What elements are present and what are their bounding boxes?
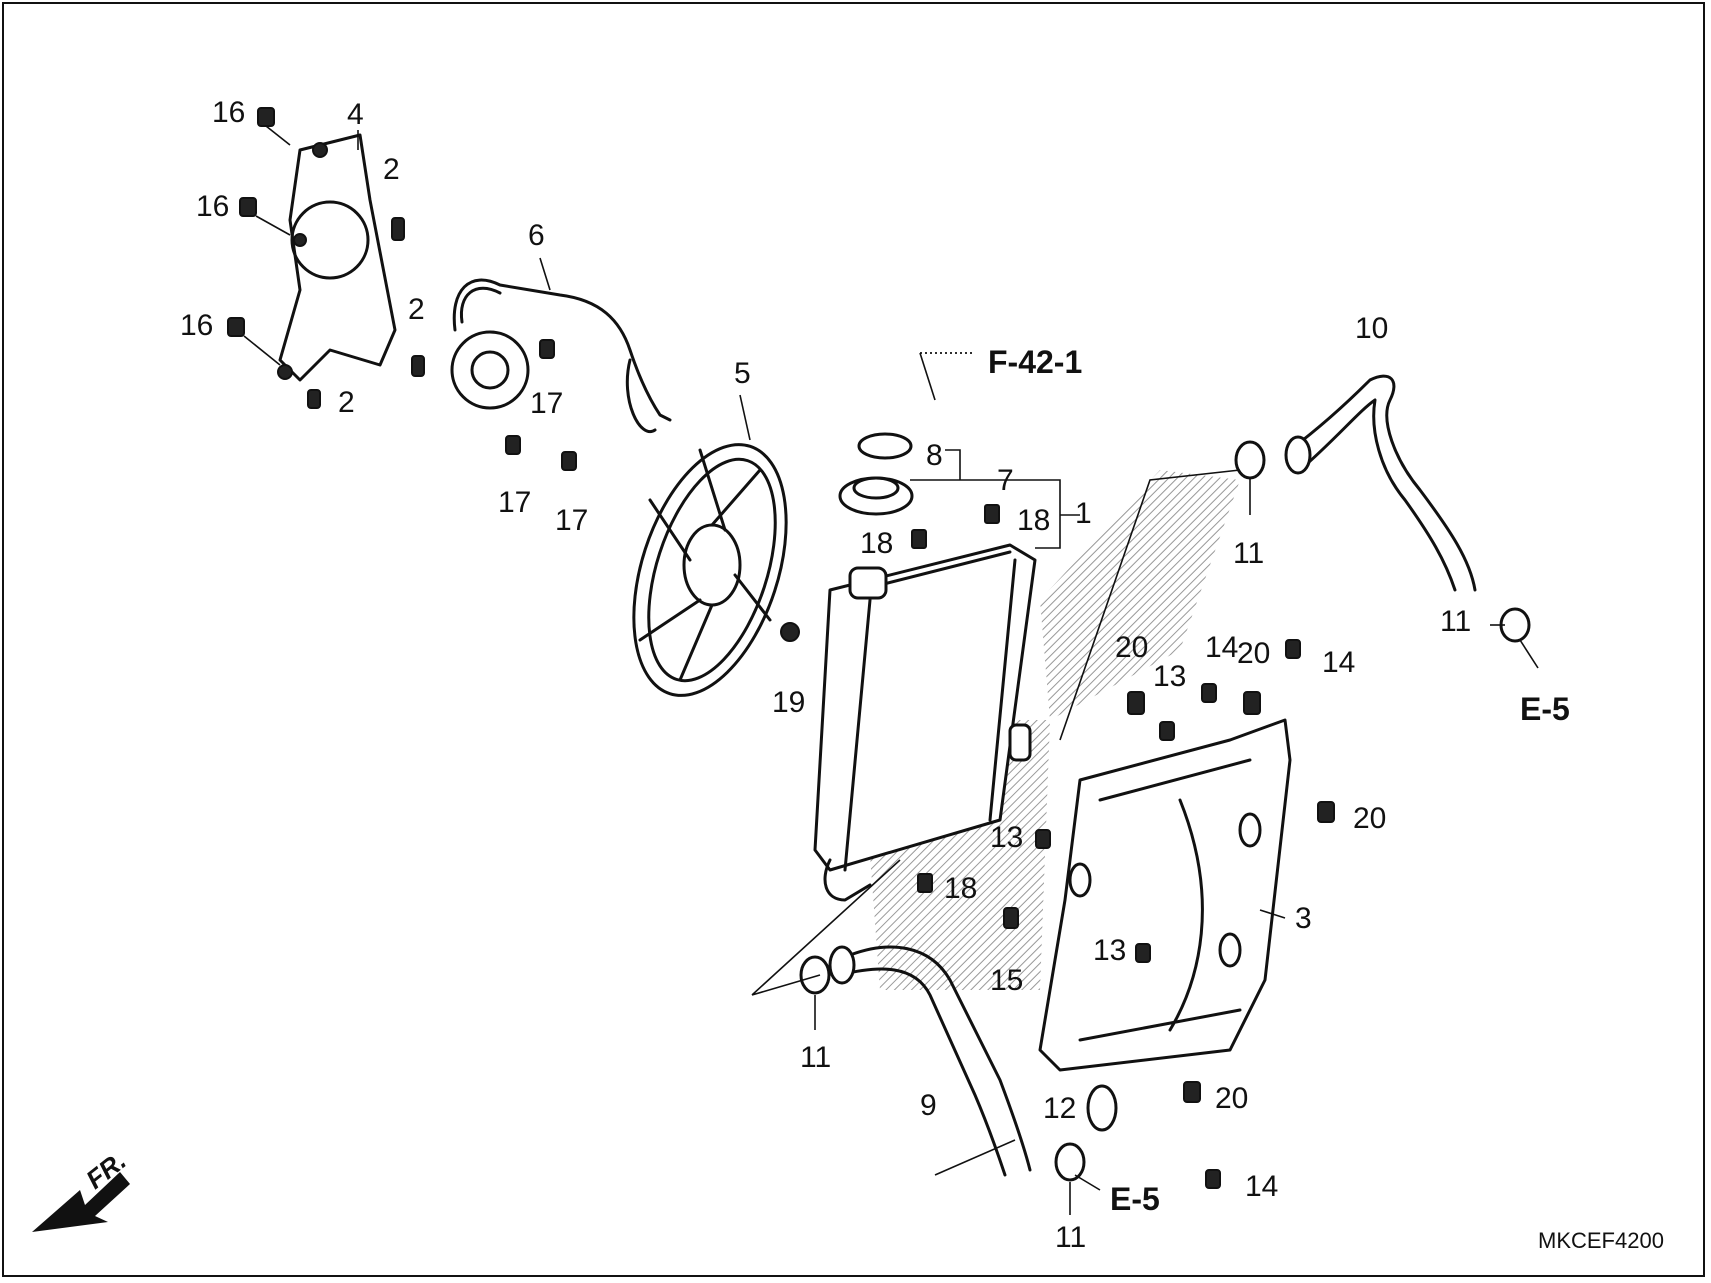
collar-2-a	[391, 217, 405, 241]
front-direction-arrow	[32, 1172, 130, 1232]
bolt-15	[1003, 907, 1019, 929]
clamp-11-a	[1234, 440, 1266, 480]
callout-14-c: 14	[1245, 1170, 1278, 1203]
grommet-20-a	[1127, 691, 1145, 715]
callout-17-c: 17	[555, 504, 588, 537]
bolt-17-b	[505, 435, 521, 455]
leader-e5-upper	[1519, 639, 1539, 669]
callout-7: 7	[997, 464, 1014, 497]
callout-13-c: 13	[1093, 934, 1126, 967]
bolt-14-a	[1201, 683, 1217, 703]
grommet-20-c	[1317, 801, 1335, 823]
upper-hose-part-10	[1284, 374, 1477, 592]
reference-f42: F-42-1	[988, 344, 1082, 380]
callout-6: 6	[528, 219, 545, 252]
callout-11-a: 11	[1233, 537, 1264, 570]
clip-18-c	[917, 873, 933, 893]
radiator-part-1	[813, 543, 1037, 902]
bolt-17-a	[539, 339, 555, 359]
callout-8: 8	[926, 439, 943, 472]
leader-11-c	[751, 859, 901, 996]
leader-5	[739, 394, 751, 441]
bolt-16-mid	[239, 197, 291, 236]
leader-e5-lower	[1074, 1174, 1101, 1191]
callout-2-a: 2	[383, 153, 400, 186]
reference-e5-lower: E-5	[1110, 1181, 1160, 1217]
clamp-11-b	[1499, 607, 1531, 643]
bolt-17-c	[561, 451, 577, 471]
clamp-11-d	[1054, 1142, 1086, 1182]
bolt-13-a	[1159, 721, 1175, 741]
callout-14-a: 14	[1205, 631, 1238, 664]
fan-motor-part-6	[450, 278, 672, 434]
leader-1-7	[910, 449, 1080, 549]
leader-8	[919, 352, 936, 401]
bolt-16-top	[257, 107, 291, 146]
bolt-13-b	[1035, 829, 1051, 849]
leader-11-a	[1059, 469, 1241, 741]
clip-18-b	[984, 504, 1000, 524]
callout-18-a: 18	[860, 527, 893, 560]
callout-18-c: 18	[944, 872, 977, 905]
bolt-16-low	[227, 317, 281, 366]
callout-17-a: 17	[530, 387, 563, 420]
callout-11-d: 11	[1055, 1221, 1086, 1254]
o-ring-8	[857, 432, 913, 460]
callout-20-b: 20	[1237, 637, 1270, 670]
collar-2-b	[411, 355, 425, 377]
clip-18-a	[911, 529, 927, 549]
bolt-14-c	[1205, 1169, 1221, 1189]
callout-2-b: 2	[408, 293, 425, 326]
callout-16-a: 16	[212, 96, 245, 129]
callout-5: 5	[734, 357, 751, 390]
callout-11-c: 11	[800, 1041, 831, 1074]
callout-2-c: 2	[338, 386, 355, 419]
callout-14-b: 14	[1322, 646, 1355, 679]
callout-15: 15	[990, 964, 1023, 997]
collar-2-c	[307, 389, 321, 409]
bracket-part-4	[277, 133, 397, 382]
grommet-20-b	[1243, 691, 1261, 715]
shroud-part-3	[1038, 718, 1292, 1072]
callout-4: 4	[347, 98, 364, 131]
callout-11-b: 11	[1440, 605, 1471, 638]
lower-hose-part-9	[828, 945, 1032, 1177]
callout-16-b: 16	[196, 190, 229, 223]
callout-20-c: 20	[1353, 802, 1386, 835]
callout-12: 12	[1043, 1092, 1076, 1125]
nut-19	[780, 622, 800, 642]
callout-17-b: 17	[498, 486, 531, 519]
callout-1: 1	[1075, 497, 1092, 530]
callout-16-c: 16	[180, 309, 213, 342]
bolt-14-b	[1285, 639, 1301, 659]
reference-e5-upper: E-5	[1520, 691, 1570, 727]
cooling-fan-part-5	[632, 443, 788, 697]
callout-10: 10	[1355, 312, 1388, 345]
callout-13-b: 13	[990, 821, 1023, 854]
bolt-13-c	[1135, 943, 1151, 963]
leader-3	[1259, 909, 1286, 919]
leader-6	[539, 257, 551, 291]
callout-20-d: 20	[1215, 1082, 1248, 1115]
callout-18-b: 18	[1017, 504, 1050, 537]
hatch-radiator-right	[1040, 470, 1240, 720]
diagram-code: MKCEF4200	[1538, 1228, 1664, 1253]
callout-13-a: 13	[1153, 660, 1186, 693]
callout-20-a: 20	[1115, 631, 1148, 664]
callout-9: 9	[920, 1089, 937, 1122]
radiator-cap-7	[838, 476, 914, 516]
clamp-11-c	[799, 955, 831, 995]
leader-9	[934, 1139, 1016, 1176]
callout-19: 19	[772, 686, 805, 719]
damper-12	[1086, 1084, 1118, 1132]
callout-3: 3	[1295, 902, 1312, 935]
grommet-20-d	[1183, 1081, 1201, 1103]
